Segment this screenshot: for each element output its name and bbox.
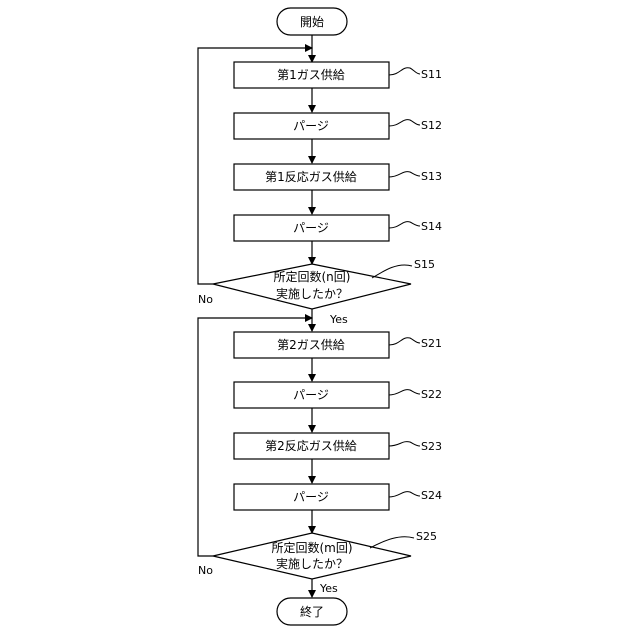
process-box-s21: 第2ガス供給 [234,332,389,358]
leader-line-s22 [389,390,420,395]
leader-line-s11 [389,68,420,75]
step-label-s25: S25 [416,530,437,543]
leader-line-s24 [389,492,420,497]
step-label-s23: S23 [421,440,442,453]
no-label-s25: No [198,564,213,577]
decision-line1-s15: 所定回数(n回) [274,269,351,284]
leader-line-s15 [372,265,412,278]
step-label-s22: S22 [421,388,442,401]
decision-line1-s25: 所定回数(m回) [271,540,352,555]
leader-line-s12 [389,120,420,126]
leader-line-s21 [389,338,420,345]
step-label-s11: S11 [421,68,442,81]
no-label-s15: No [198,293,213,306]
decision-line2-s15: 実施したか？ [276,286,348,301]
leader-line-s14 [389,222,420,228]
step-label-s13: S13 [421,170,442,183]
process-label-s24: パージ [293,490,329,504]
process-label-s14: パージ [293,221,329,235]
process-label-s21: 第2ガス供給 [277,338,345,352]
leader-line-s13 [389,172,420,177]
process-box-s11: 第1ガス供給 [234,62,389,88]
process-label-s13: 第1反応ガス供給 [265,170,357,184]
yes-label-s15: Yes [329,313,348,326]
process-label-s23: 第2反応ガス供給 [265,439,357,453]
process-box-s24: パージ [234,484,389,510]
step-label-s14: S14 [421,220,442,233]
step-label-s12: S12 [421,119,442,132]
process-label-s11: 第1ガス供給 [277,68,345,82]
decision-diamond-s15: 所定回数(n回) 実施したか？ [213,264,411,309]
process-label-s12: パージ [293,119,329,133]
decision-diamond-s25: 所定回数(m回) 実施したか？ [213,533,411,579]
decision-line2-s25: 実施したか？ [276,556,348,571]
process-box-s22: パージ [234,382,389,408]
step-label-s21: S21 [421,337,442,350]
leader-line-s23 [389,442,420,446]
start-label: 開始 [300,15,324,29]
start-terminal: 開始 [277,8,347,35]
process-box-s23: 第2反応ガス供給 [234,433,389,459]
process-label-s22: パージ [293,388,329,402]
process-box-s12: パージ [234,113,389,139]
end-terminal: 終了 [277,598,347,625]
yes-label-s25: Yes [319,582,338,595]
step-label-s24: S24 [421,489,442,502]
step-label-s15: S15 [414,258,435,271]
process-box-s14: パージ [234,215,389,241]
process-box-s13: 第1反応ガス供給 [234,164,389,190]
leader-line-s25 [370,537,414,548]
end-label: 終了 [300,604,324,619]
